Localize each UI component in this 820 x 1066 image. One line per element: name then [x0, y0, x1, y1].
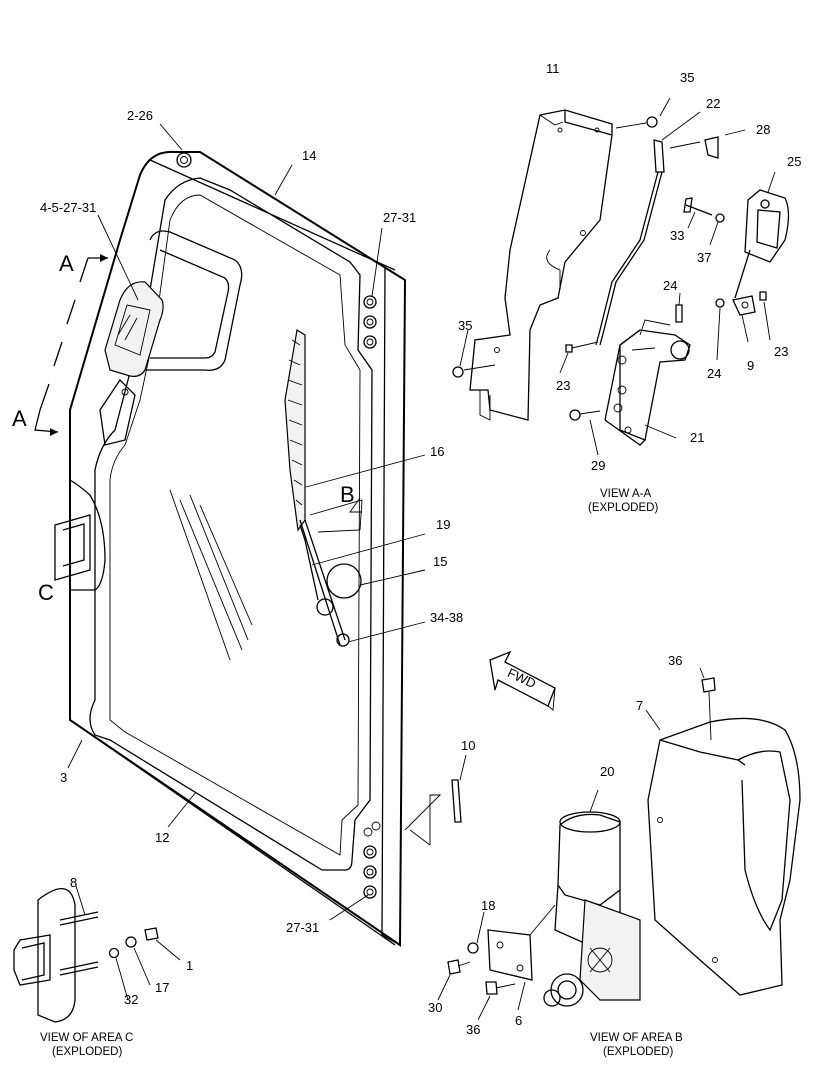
outside-handle-c — [54, 478, 106, 591]
view-aa-exploded — [452, 97, 790, 456]
caption-view-c-1: VIEW OF AREA C — [40, 1032, 133, 1044]
callout-24-right: 24 — [707, 366, 721, 381]
wiper-assembly — [284, 329, 363, 647]
callout-30: 30 — [428, 1000, 442, 1015]
callout-18: 18 — [481, 898, 495, 913]
caption-view-aa-1: VIEW A-A — [600, 488, 651, 500]
view-captions: VIEW A-A (EXPLODED) VIEW OF AREA B (EXPL… — [40, 488, 683, 1058]
callout-23-right: 23 — [774, 344, 788, 359]
fwd-arrow: FWD — [489, 650, 556, 711]
callout-b: B — [340, 482, 355, 507]
callout-27-31-bottom: 27-31 — [286, 920, 319, 935]
callout-2-26: 2-26 — [127, 108, 153, 123]
callout-23-left: 23 — [556, 378, 570, 393]
callout-16: 16 — [430, 444, 444, 459]
callout-6: 6 — [515, 1013, 522, 1028]
glass-hatching — [169, 489, 253, 661]
callout-11: 11 — [546, 61, 560, 76]
callout-15: 15 — [433, 554, 447, 569]
callout-9: 9 — [747, 358, 754, 373]
view-b-exploded — [437, 667, 801, 1021]
callout-3: 3 — [60, 770, 67, 785]
caption-view-c-2: (EXPLODED) — [52, 1046, 122, 1058]
callout-35-top: 35 — [680, 70, 694, 85]
callout-19: 19 — [436, 517, 450, 532]
caption-view-b-2: (EXPLODED) — [603, 1046, 673, 1058]
callout-34-38: 34-38 — [430, 610, 463, 625]
callout-12: 12 — [155, 830, 169, 845]
interior-handle — [99, 230, 243, 446]
callout-10: 10 — [461, 738, 475, 753]
callout-4-5-27-31: 4-5-27-31 — [40, 200, 96, 215]
callout-29: 29 — [591, 458, 605, 473]
callout-17: 17 — [155, 980, 169, 995]
callout-1: 1 — [186, 958, 193, 973]
callout-36-top: 36 — [668, 653, 682, 668]
callout-7: 7 — [636, 698, 643, 713]
callout-a-bottom: A — [12, 406, 27, 431]
part-10-pin — [404, 754, 467, 846]
callout-25: 25 — [787, 154, 801, 169]
callout-33: 33 — [670, 228, 684, 243]
callout-8: 8 — [70, 875, 77, 890]
view-c-exploded — [13, 885, 181, 1023]
leader-lines-main — [67, 123, 426, 921]
callout-21: 21 — [690, 430, 704, 445]
callout-37: 37 — [697, 250, 711, 265]
callout-27-31-top: 27-31 — [383, 210, 416, 225]
caption-view-aa-2: (EXPLODED) — [588, 502, 658, 514]
callout-labels: 2-26 14 4-5-27-31 27-31 A A 16 B 19 15 C… — [12, 61, 801, 1037]
callout-a-top: A — [59, 251, 74, 276]
callout-24-top: 24 — [663, 278, 677, 293]
fwd-label: FWD — [505, 665, 538, 691]
caption-view-b-1: VIEW OF AREA B — [590, 1032, 683, 1044]
callout-36-bottom: 36 — [466, 1022, 480, 1037]
section-aa-line — [34, 254, 108, 436]
callout-14: 14 — [302, 148, 316, 163]
callout-c: C — [38, 580, 54, 605]
callout-35-left: 35 — [458, 318, 472, 333]
callout-20: 20 — [600, 764, 614, 779]
door-frame — [69, 150, 407, 947]
callout-22: 22 — [706, 96, 720, 111]
callout-32: 32 — [124, 992, 138, 1007]
callout-28: 28 — [756, 122, 770, 137]
